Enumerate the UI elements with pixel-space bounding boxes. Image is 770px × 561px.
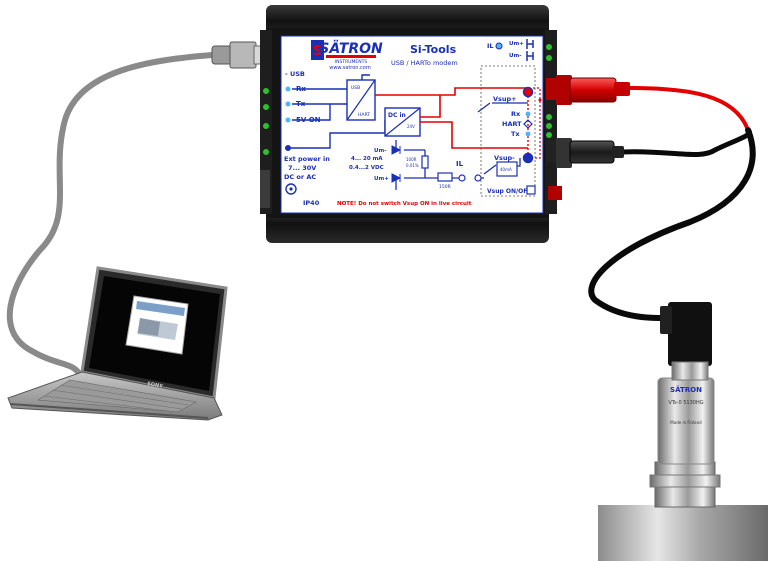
converter-usb-text: USB — [351, 85, 360, 91]
led-indicator — [263, 149, 269, 155]
vsup-minus-terminal — [524, 154, 533, 163]
usb-hart-modem: S SÄTRON INSTRUMENTS www.satron.com Si-T… — [260, 5, 564, 243]
5v-led — [286, 118, 291, 123]
red-test-lead-plug — [556, 75, 630, 105]
brand-logo-text: SÄTRON — [319, 40, 383, 57]
rx-right-led — [526, 112, 531, 117]
black-test-lead-plug — [556, 138, 624, 168]
resistor-100r-label: 100R — [406, 157, 417, 162]
website-text: www.satron.com — [329, 65, 371, 71]
um-minus-top-label: Um- — [509, 53, 521, 59]
il-led — [496, 43, 502, 49]
ip40-label: IP40 — [303, 199, 320, 207]
warning-note: NOTE! Do not switch Vsup ON in live circ… — [337, 201, 472, 207]
usb-label: - USB — [285, 70, 305, 78]
il-label: IL — [456, 160, 464, 168]
usb-plug — [212, 42, 268, 68]
vsup-plus-terminal — [524, 88, 533, 97]
resistor-150r-label: 150R — [439, 184, 451, 190]
laptop: SONY — [8, 268, 226, 420]
limiter-label: 40mA — [500, 167, 512, 172]
um-minus-label: Um- — [374, 148, 386, 154]
rx-right-label: Rx — [511, 110, 521, 118]
led-indicator — [546, 114, 552, 120]
tx-right-label: Tx — [511, 130, 520, 138]
product-subtitle: USB / HARTo modem — [391, 59, 458, 67]
led-indicator — [263, 88, 269, 94]
led-indicator — [546, 132, 552, 138]
led-indicator — [546, 44, 552, 50]
pressure-transmitter: SÄTRON VTs-0 5130HG Made in Finland — [598, 302, 768, 561]
resistor-150r — [438, 173, 452, 181]
red-lead-wire — [628, 88, 748, 130]
led-indicator — [546, 123, 552, 129]
ext-power-label: Ext power in — [284, 155, 330, 163]
range-v-label: 0.4...2 VDC — [349, 165, 384, 171]
transmitter-model: VTs-0 5130HG — [668, 400, 703, 406]
il-terminal — [459, 175, 465, 181]
transmitter-cable — [591, 130, 752, 318]
ext-power-range: 7... 30V — [288, 164, 316, 172]
um-plus-label: Um+ — [374, 176, 389, 182]
resistor-tol-label: 0.01% — [406, 163, 419, 168]
vsup-plus-label: Vsup+ — [493, 95, 517, 103]
transmitter-connector — [668, 302, 712, 366]
il-top-label: IL — [487, 42, 494, 50]
led-indicator — [263, 123, 269, 129]
range-ma-label: 4... 20 mA — [351, 156, 383, 162]
vsup-switch — [527, 186, 535, 194]
led-indicator — [263, 104, 269, 110]
vsup-onoff-label: Vsup ON/OFF — [487, 188, 531, 195]
resistor-100r — [422, 156, 428, 168]
product-title: Si-Tools — [410, 43, 457, 56]
black-lead-wire — [622, 130, 749, 155]
tx-led — [286, 102, 291, 107]
vsup-minus-label: Vsup- — [494, 154, 515, 162]
rx-led — [286, 87, 291, 92]
transmitter-brand: SÄTRON — [670, 385, 702, 394]
converter-hart-text: HART — [358, 112, 370, 118]
hart-right-label: HART — [502, 120, 522, 128]
dc-or-ac-label: DC or AC — [284, 173, 316, 181]
dc-in-sub-label: 24V — [407, 124, 415, 129]
transmitter-made-in: Made in Finland — [670, 420, 702, 425]
dc-in-label: DC in — [388, 112, 406, 119]
pipe-flange — [598, 505, 768, 561]
tx-right-led — [526, 132, 531, 137]
led-indicator — [546, 55, 552, 61]
um-plus-top-label: Um+ — [509, 41, 524, 47]
